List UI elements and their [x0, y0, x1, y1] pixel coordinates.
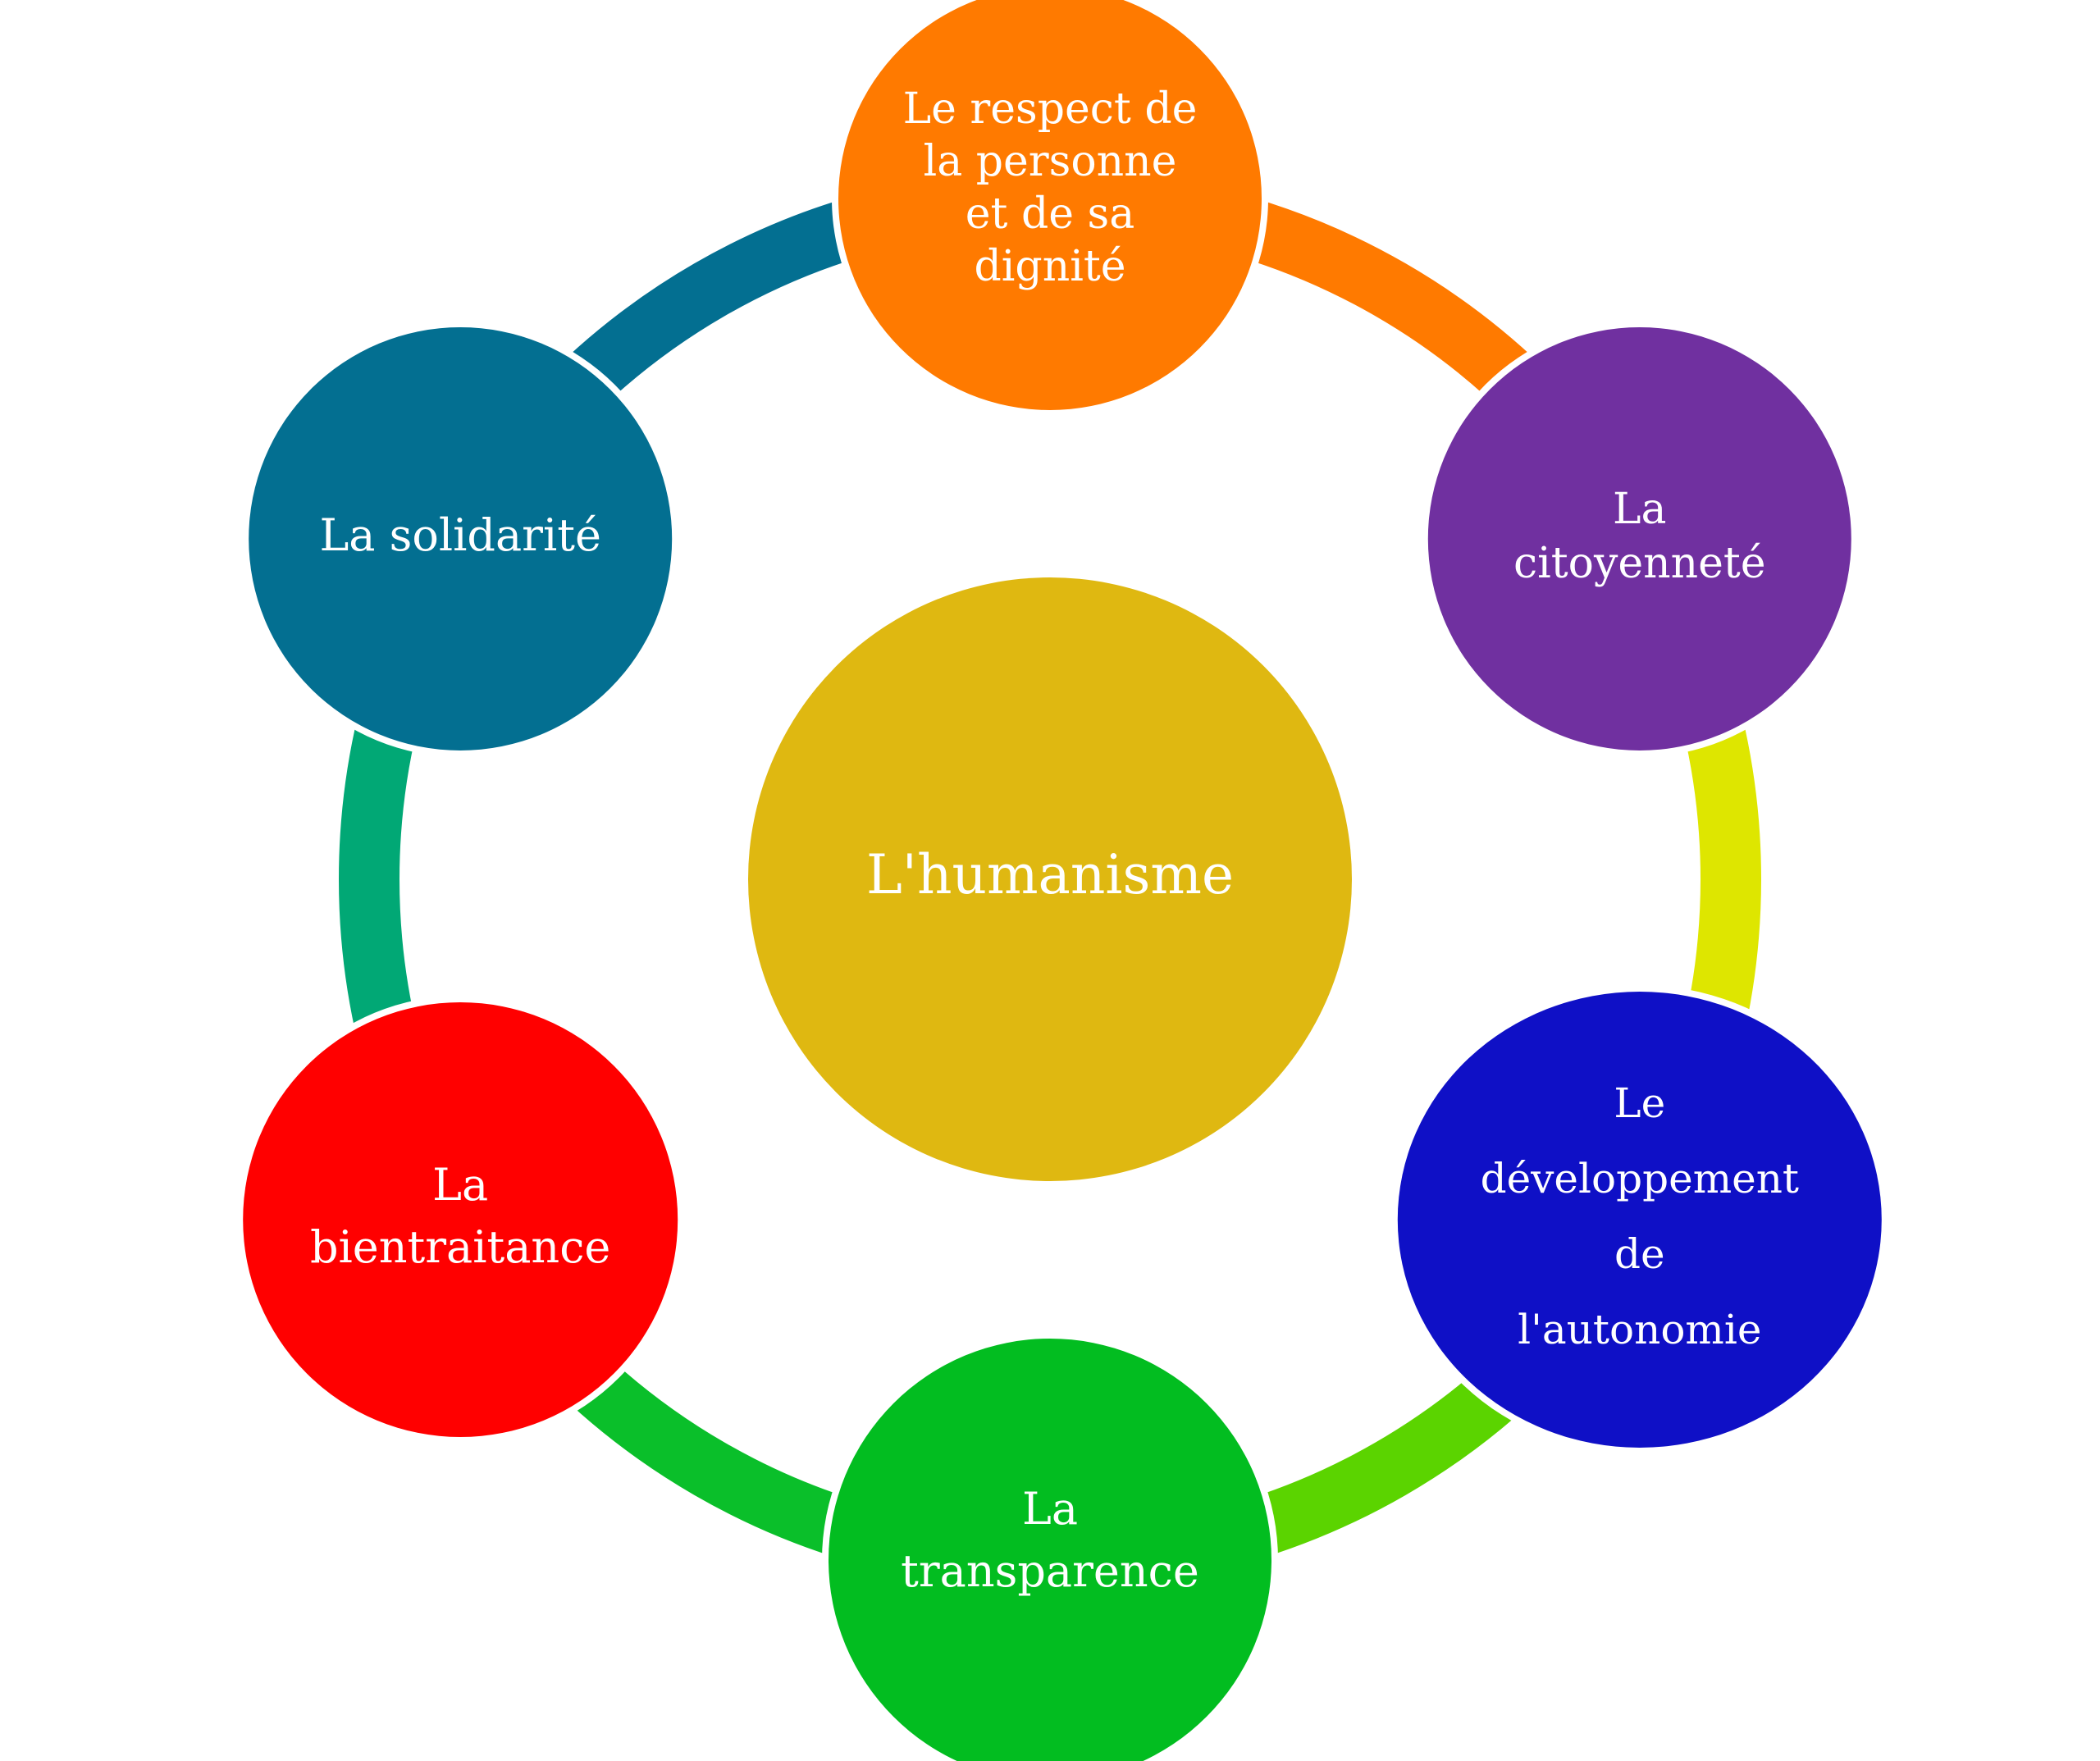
connector-arc-respect-citoyennete: [1207, 189, 1562, 428]
node-label-line: de: [1614, 1230, 1665, 1278]
node-label-line: La: [1022, 1483, 1078, 1535]
node-label-line: bientraitance: [310, 1221, 610, 1273]
node-label-transparence: La transparence: [901, 1483, 1199, 1597]
node-solidarite: La solidarité: [242, 321, 679, 757]
node-circle-bientraitance: [243, 1002, 678, 1437]
node-label-line: Le: [1614, 1079, 1665, 1127]
node-circle-solidarite: [249, 327, 673, 750]
center-circle: [748, 577, 1352, 1181]
center-node: L'humanisme: [748, 577, 1352, 1181]
center-label: L'humanisme: [866, 843, 1234, 906]
node-autonomie: Le développement de l'autonomie: [1390, 985, 1888, 1454]
node-circle-autonomie: [1397, 992, 1882, 1448]
node-label-line: citoyenneté: [1513, 539, 1766, 588]
node-label-line: la personne: [924, 137, 1177, 186]
node-label-line: La: [432, 1159, 488, 1211]
node-bientraitance: La bientraitance: [236, 996, 685, 1444]
node-circle-respect: [838, 0, 1262, 410]
node-circle-citoyennete: [1427, 327, 1851, 750]
connector-arc-solidarite-respect: [538, 189, 893, 428]
node-label-bientraitance: La bientraitance: [310, 1159, 610, 1273]
node-label-line: dignité: [975, 242, 1126, 291]
node-label-line: transparence: [901, 1545, 1199, 1597]
node-label-autonomie: Le développement de l'autonomie: [1481, 1079, 1799, 1353]
node-label-line: développement: [1481, 1155, 1799, 1202]
node-label-line: La solidarité: [319, 509, 601, 561]
node-citoyennete: La citoyenneté: [1421, 321, 1858, 757]
node-label-line: La: [1613, 485, 1667, 534]
node-label-solidarite: La solidarité: [319, 509, 601, 561]
node-label-line: et de sa: [966, 189, 1134, 239]
node-label-line: l'autonomie: [1518, 1306, 1761, 1353]
node-label-line: Le respect de: [903, 84, 1198, 134]
node-label-citoyennete: La citoyenneté: [1513, 485, 1766, 588]
node-circle-transparence: [829, 1339, 1271, 1761]
node-transparence: La transparence: [822, 1332, 1278, 1761]
